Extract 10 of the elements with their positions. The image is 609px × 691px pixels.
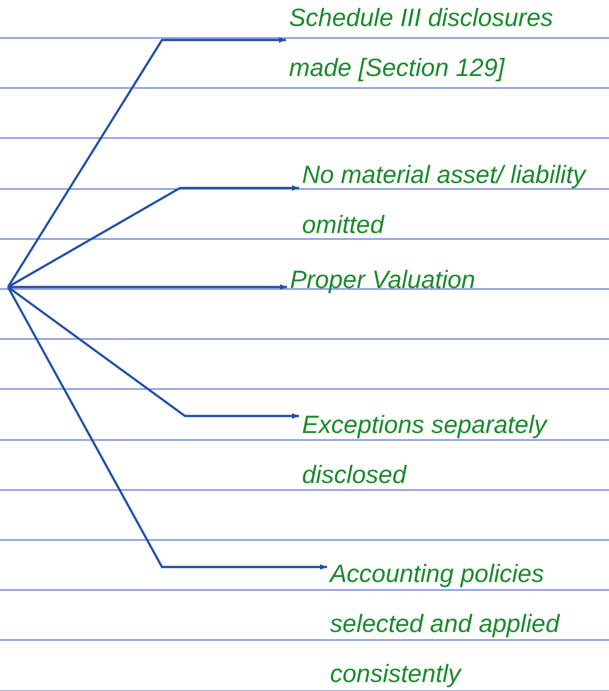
arrow (8, 284, 287, 290)
arrow (7, 37, 286, 288)
handwritten-label: Accounting policies selected and applied consistently (330, 559, 561, 690)
arrow (7, 185, 299, 288)
handwritten-label: Proper Valuation (290, 265, 476, 296)
handwritten-label: Schedule III disclosures made [Section 129] (289, 3, 554, 84)
handwritten-label: No material asset/ liability omitted (302, 160, 588, 241)
handwritten-label: Exceptions separately disclosed (302, 410, 549, 491)
arrow (7, 286, 327, 570)
arrow (7, 286, 299, 419)
